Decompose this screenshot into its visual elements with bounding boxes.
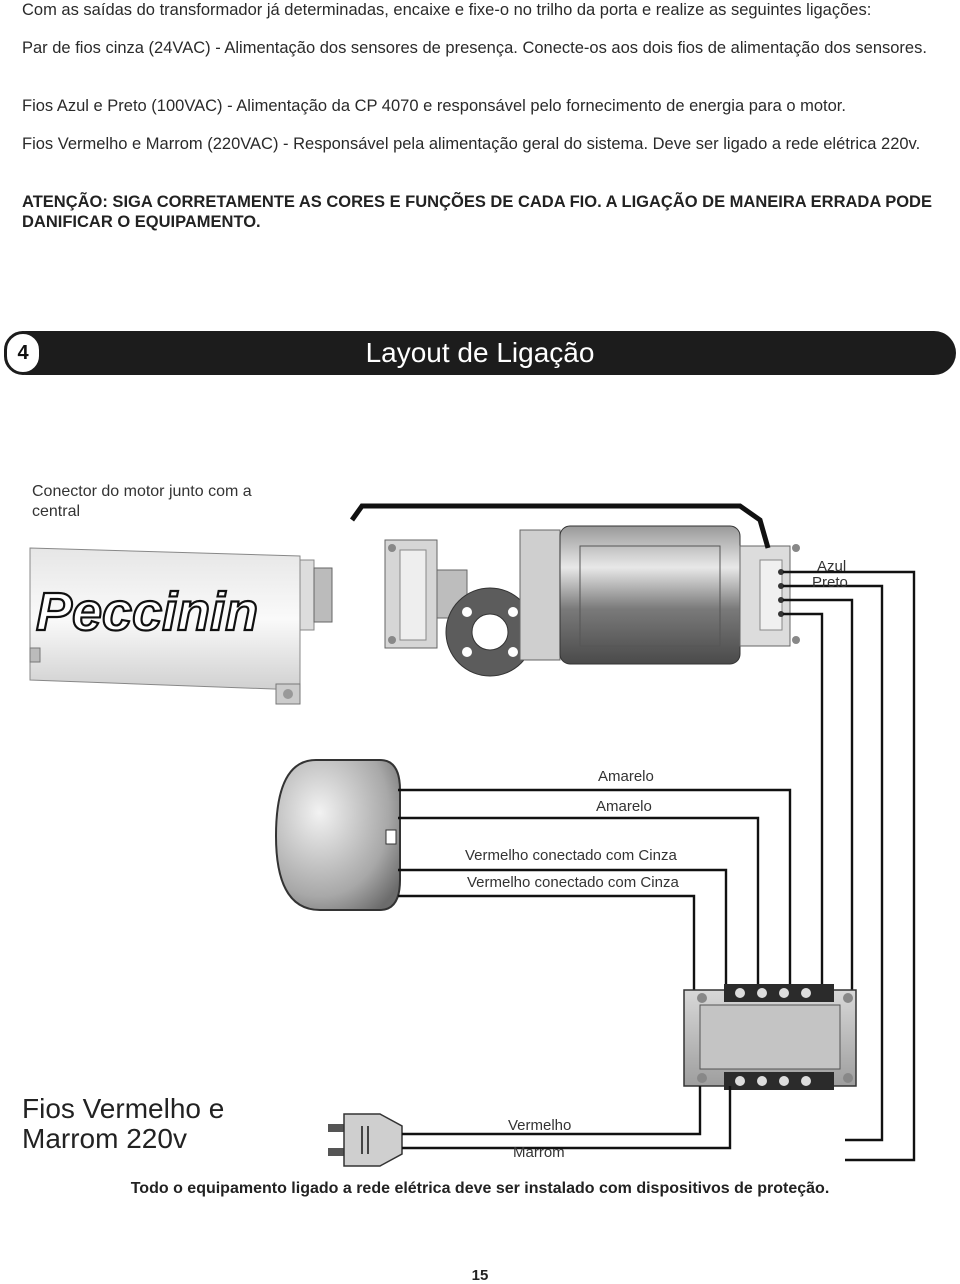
section-number-badge: 4	[4, 331, 42, 375]
page-number: 15	[471, 1267, 489, 1284]
power-wires	[402, 1086, 732, 1150]
motor	[384, 525, 800, 677]
wire-label-vermelho-cinza-2: Vermelho conectado com Cinza	[467, 874, 679, 891]
warning-text: ATENÇÃO: SIGA CORRETAMENTE AS CORES E FU…	[22, 193, 932, 231]
wire-label-marrom: Marrom	[513, 1144, 565, 1161]
wire-label-azul: Azul	[817, 558, 847, 575]
transformer	[683, 984, 857, 1090]
wire-label-vermelho: Vermelho	[508, 1117, 572, 1134]
connector-label: Conector do motor junto com a central	[32, 483, 252, 520]
motor-wires	[783, 570, 916, 1162]
presence-sensor	[274, 759, 401, 911]
power-label: Fios Vermelho e Marrom 220v	[22, 1093, 225, 1154]
blue-black-wires-paragraph: Fios Azul e Preto (100VAC) - Alimentação…	[22, 97, 846, 115]
safety-notice: Todo o equipamento ligado a rede elétric…	[130, 1180, 830, 1197]
section-banner	[4, 331, 956, 375]
intro-paragraph: Com as saídas do transformador já determ…	[22, 1, 872, 19]
brand-logo: Peccinin	[36, 582, 258, 642]
wire-label-amarelo-1: Amarelo	[598, 768, 654, 785]
wire-label-preto: Preto	[812, 574, 848, 591]
power-plug	[328, 1113, 403, 1167]
section-title: Layout de Ligação	[365, 337, 595, 368]
wire-label-amarelo-2: Amarelo	[596, 798, 652, 815]
motor-connector-cable	[349, 503, 771, 549]
red-brown-wires-paragraph: Fios Vermelho e Marrom (220VAC) - Respon…	[22, 135, 921, 153]
gray-wires-paragraph: Par de fios cinza (24VAC) - Alimentação …	[22, 39, 927, 57]
sensor-wires	[398, 788, 792, 990]
wire-label-vermelho-cinza-1: Vermelho conectado com Cinza	[465, 847, 677, 864]
control-unit-housing	[29, 547, 333, 705]
